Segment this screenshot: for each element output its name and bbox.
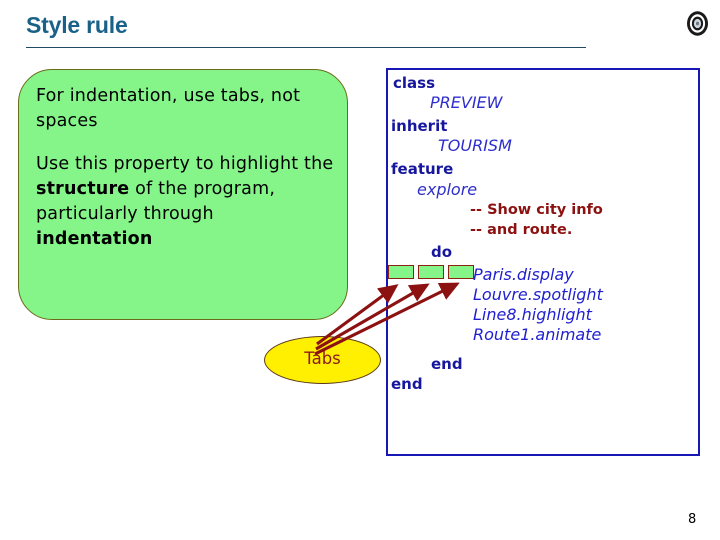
page-title: Style rule [26,12,128,38]
callout-paragraph-2: Use this property to highlight the struc… [36,152,336,252]
code-line-inherit: inherit [391,117,448,135]
callout-run-3: of the program, particularly through [36,179,276,224]
code-line-explore: explore [417,180,478,199]
callout-run-4: indentation [36,229,153,249]
title-divider [26,47,586,48]
disc-icon [684,10,711,37]
callout-paragraph-1: For indentation, use tabs, not spaces [36,84,336,134]
tab-marker-3 [448,265,474,279]
code-line-class: class [393,74,436,92]
code-line-paris-display: Paris.display [473,265,574,284]
code-comment-show-city-info: -- Show city info [470,202,603,218]
callout-run-1: For indentation, use tabs, not spaces [36,86,301,131]
code-line-line8-highlight: Line8.highlight [473,305,592,324]
tab-marker-1 [388,265,414,279]
code-line-do: do [431,243,453,261]
code-line-louvre-spotlight: Louvre.spotlight [473,285,603,304]
code-line-end-outer: end [391,375,423,393]
tabs-callout-label: Tabs [304,349,341,368]
code-line-preview: PREVIEW [430,93,503,112]
callout-run-1: Use this property to highlight the [36,154,334,174]
tab-marker-2 [418,265,444,279]
code-line-tourism: TOURISM [438,136,512,155]
code-line-feature: feature [391,160,454,178]
code-line-route1-animate: Route1.animate [473,325,602,344]
callout-run-2: structure [36,179,130,199]
code-example-box [386,68,700,456]
green-callout-box [18,69,348,320]
code-comment-and-route: -- and route. [470,222,573,238]
code-line-end-inner: end [431,355,463,373]
page-number: 8 [688,512,697,527]
